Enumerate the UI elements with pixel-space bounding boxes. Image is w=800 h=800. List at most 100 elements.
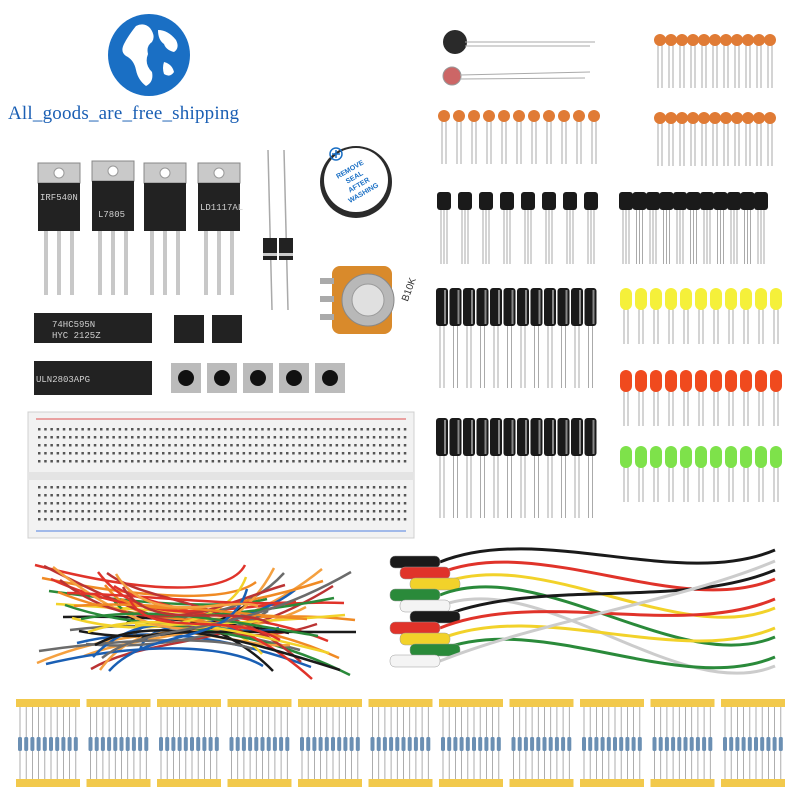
jumper-wire [66,591,297,605]
electrolytic-capacitor [476,418,489,518]
alligator-clip-leads [389,547,776,675]
transistor [632,192,647,264]
transistor [686,192,701,264]
clip-lead-wire [439,624,776,643]
led [620,446,632,502]
photoresistor [442,66,591,86]
clip-lead-wire [439,560,776,592]
electrolytic-capacitor [476,288,489,388]
led [710,446,722,502]
led [620,370,632,426]
ceramic-capacitor [753,112,765,166]
clip-lead-wire [439,637,776,670]
clip-lead-wire [439,547,776,565]
alligator-clip [409,577,461,591]
led [770,446,782,502]
regulator-1 [37,162,81,295]
jumper-wire [121,586,270,625]
ceramic-capacitor [558,110,570,164]
led [770,288,782,344]
ceramic-capacitor [438,110,450,164]
diodes [263,150,293,310]
ceramic-capacitor [698,112,710,166]
clip-lead-wire [439,573,776,619]
ceramic-capacitor [573,110,585,164]
thermistor [443,30,595,54]
ceramic-capacitor [764,112,776,166]
ceramic-capacitor [654,34,666,88]
ic-uln2803: ULN2803APG [34,361,152,395]
electrolytic-capacitor [544,418,556,518]
alligator-clip [389,654,441,668]
ceramic-capacitor [588,110,600,164]
electrolytic-capacitor [557,418,570,518]
resistor-tape [368,699,433,787]
transistor [673,192,687,264]
ceramic-capacitor [665,34,677,88]
ceramic-capacitor [528,110,540,164]
led [635,446,647,502]
electrolytic-capacitor [517,288,529,388]
transistor [646,192,660,264]
led [680,288,692,344]
ceramic-capacitor [676,34,688,88]
jumper-wire [114,573,259,609]
ceramic-capacitor [731,34,743,88]
ic-dip8-2 [212,315,242,343]
led [710,370,722,426]
electrolytic-capacitor [517,418,529,518]
ceramic-capacitor [687,34,699,88]
regulator-3 [143,162,187,295]
ceramic-capacitor [453,110,465,164]
alligator-clip [389,555,441,569]
electrolytic-capacitor [530,418,543,518]
led [650,446,662,502]
integrated-circuits: 74HC595N HYC 2125Z ULN2803APG [34,313,345,395]
alligator-clip [399,632,451,646]
led [665,446,677,502]
transistor [458,192,472,264]
led [725,370,737,426]
led [695,288,707,344]
resistor-tape [157,699,221,787]
resistor-tape [580,699,644,787]
led [740,370,752,426]
alligator-clip [389,621,441,635]
ceramic-capacitor [687,112,699,166]
jumper-wire [108,588,249,672]
globe-icon [108,14,190,96]
transistor [700,192,714,264]
led [680,446,692,502]
led [755,446,767,502]
led [680,370,692,426]
ceramic-capacitor [665,112,677,166]
electrolytic-capacitor [503,288,516,388]
ceramic-capacitor [709,34,721,88]
electrolytic-capacitor [449,418,462,518]
transistor [521,192,535,264]
potentiometer: B10K [320,266,418,334]
ceramic-capacitor [698,34,710,88]
ceramic-capacitor [742,112,754,166]
electrolytic-capacitor [463,418,475,518]
led [665,288,677,344]
breadboard [27,411,415,539]
electrolytic-capacitor [584,288,597,388]
electrolytic-capacitor [490,288,502,388]
led [695,370,707,426]
ceramic-capacitor [468,110,480,164]
voltage-regulators: IRF540N L7805 LD1117AL [37,160,243,295]
brand-text: All_goods_are_free_shipping [8,103,240,124]
ceramic-capacitor [709,112,721,166]
transistor [500,192,514,264]
jumper-wire [76,633,312,669]
tactile-buttons [171,363,345,393]
electrolytic-capacitor [436,288,448,388]
resistor-tape [86,699,151,787]
ceramic-capacitor [483,110,495,164]
transistor [542,192,556,264]
electrolytic-capacitor [449,288,462,388]
ceramic-capacitor [742,34,754,88]
led [635,370,647,426]
